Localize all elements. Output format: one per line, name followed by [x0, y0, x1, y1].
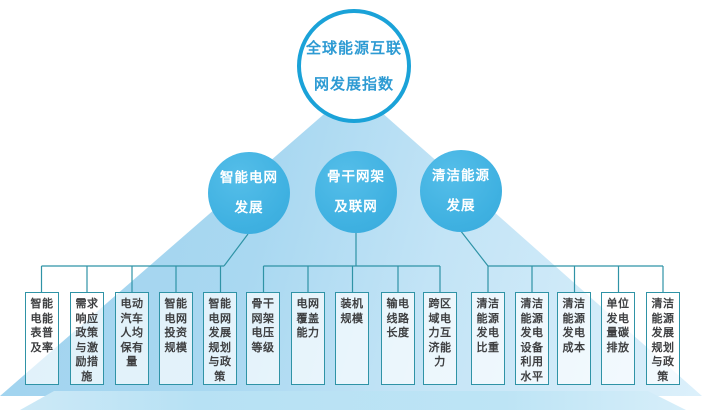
- leaf-box-installed-capacity: 装机 规模: [335, 292, 369, 385]
- root-node-global-energy-index: 全球能源互联 网发展指数: [297, 9, 411, 123]
- leaf-box-clean-generation-cost: 清洁 能源 发电 成本: [557, 292, 591, 385]
- leaf-box-clean-energy-generation-share: 清洁 能源 发电 比重: [471, 292, 505, 385]
- branch-node-smart-grid: 智能电网 发展: [208, 152, 290, 234]
- leaf-box-backbone-voltage-level: 骨干 网架 电压 等级: [246, 292, 280, 385]
- leaf-box-smart-grid-investment: 智能 电网 投资 规模: [159, 292, 193, 385]
- leaf-box-ev-per-capita: 电动 汽车 人均 保有 量: [115, 292, 149, 385]
- leaf-box-smart-meter-penetration: 智能 电能 表普 及率: [25, 292, 59, 385]
- leaf-box-transmission-line-length: 输电 线路 长度: [381, 292, 415, 385]
- branch-node-clean-energy: 清洁能源 发展: [420, 150, 502, 232]
- leaf-box-demand-response-policy: 需求 响应 政策 与激 励措 施: [70, 292, 104, 385]
- leaf-box-carbon-emission-per-kwh: 单位 发电 量碳 排放: [601, 292, 635, 385]
- leaf-box-smart-grid-planning-policy: 智能 电网 发展 规划 与政 策: [203, 292, 237, 385]
- pyramid-base-band: [20, 391, 686, 410]
- branch-node-backbone-grid: 骨干网架 及联网: [315, 151, 397, 233]
- leaf-box-grid-coverage: 电网 覆盖 能力: [291, 292, 325, 385]
- leaf-box-clean-equipment-utilization: 清洁 能源 发电 设备 利用 水平: [515, 292, 549, 385]
- leaf-box-cross-region-power-exchange: 跨区 域电 力互 济能 力: [423, 292, 457, 385]
- leaf-box-clean-energy-planning-policy: 清洁 能源 发展 规划 与政 策: [646, 292, 680, 385]
